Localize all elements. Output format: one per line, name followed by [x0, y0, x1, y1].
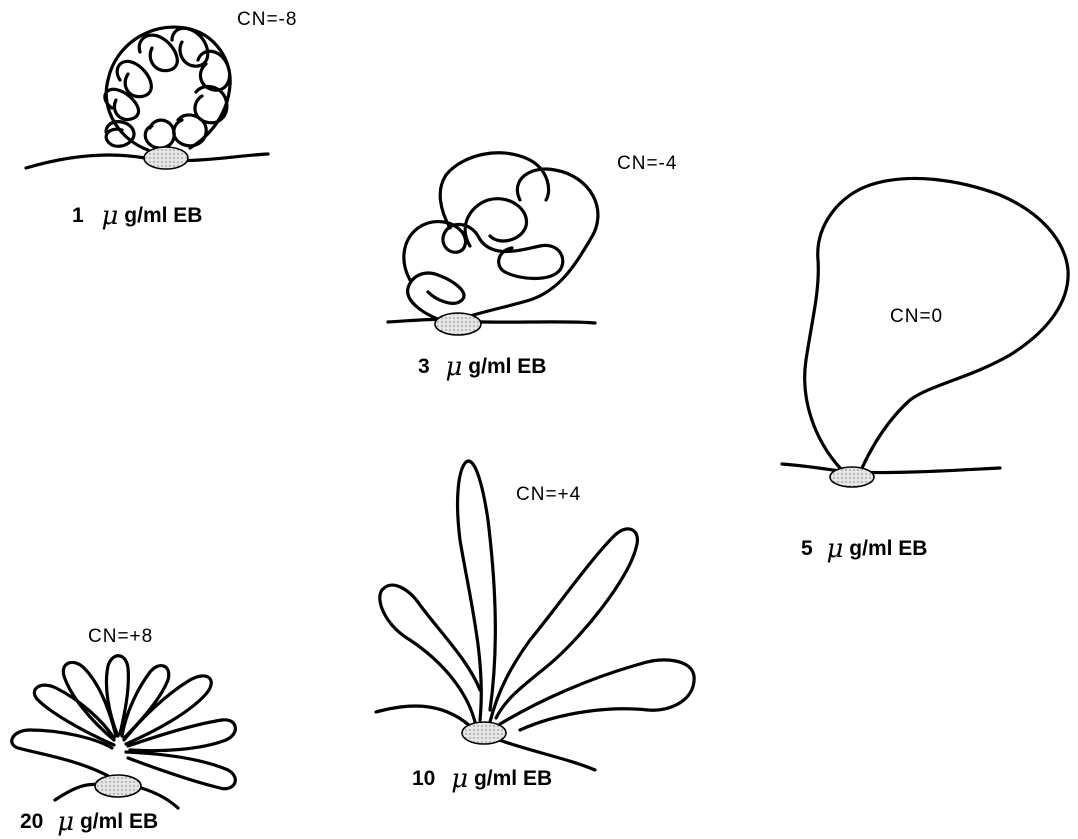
concentration-value: 20: [20, 810, 43, 833]
dna-strand: [782, 464, 1000, 473]
mu-symbol: μ: [451, 764, 468, 794]
copy-number-label: CN=-8: [237, 9, 297, 30]
concentration-value: 10: [412, 767, 435, 790]
concentration-value: 5: [801, 537, 813, 560]
copy-number-label: CN=+8: [88, 626, 153, 647]
mu-symbol: μ: [57, 807, 74, 837]
panel-cn-plus-4: CN=+4 10 μ g/ml EB: [376, 461, 694, 794]
supercoiled-loop: [105, 27, 230, 150]
concentration-unit: g/ml EB: [474, 767, 552, 790]
clamp-ellipse: [95, 775, 141, 797]
concentration-unit: g/ml EB: [124, 204, 202, 227]
clamp-ellipse: [144, 147, 188, 169]
ethidium-concentration-label: 5 μ g/ml EB: [801, 534, 927, 564]
ethidium-concentration-label: 1 μ g/ml EB: [72, 201, 202, 231]
copy-number-label: CN=-4: [617, 153, 677, 174]
supercoiled-loop: [404, 153, 598, 320]
concentration-unit: g/ml EB: [80, 810, 158, 833]
mu-symbol: μ: [102, 201, 119, 231]
mu-symbol: μ: [446, 352, 463, 382]
positive-supercoil-loops: [12, 656, 236, 789]
ethidium-concentration-label: 3 μ g/ml EB: [418, 352, 546, 382]
panel-cn-plus-8: CN=+8 20 μ g/ml EB: [12, 626, 236, 837]
clamp-ellipse: [435, 313, 481, 335]
concentration-unit: g/ml EB: [468, 355, 546, 378]
panel-cn-0: CN=0 5 μ g/ml EB: [782, 178, 1068, 564]
concentration-unit: g/ml EB: [849, 537, 927, 560]
concentration-value: 3: [418, 355, 430, 378]
concentration-value: 1: [72, 204, 84, 227]
mu-symbol: μ: [827, 534, 844, 564]
panel-cn-minus-4: CN=-4 3 μ g/ml EB: [388, 153, 677, 382]
ethidium-concentration-label: 20 μ g/ml EB: [20, 807, 158, 837]
clamp-ellipse: [830, 467, 874, 487]
copy-number-label: CN=+4: [516, 484, 581, 505]
dna-strand: [388, 319, 595, 323]
copy-number-label: CN=0: [890, 306, 943, 327]
clamp-ellipse: [462, 722, 506, 744]
ethidium-concentration-label: 10 μ g/ml EB: [412, 764, 552, 794]
panel-cn-minus-8: CN=-8 1 μ g/ml EB: [26, 9, 297, 231]
